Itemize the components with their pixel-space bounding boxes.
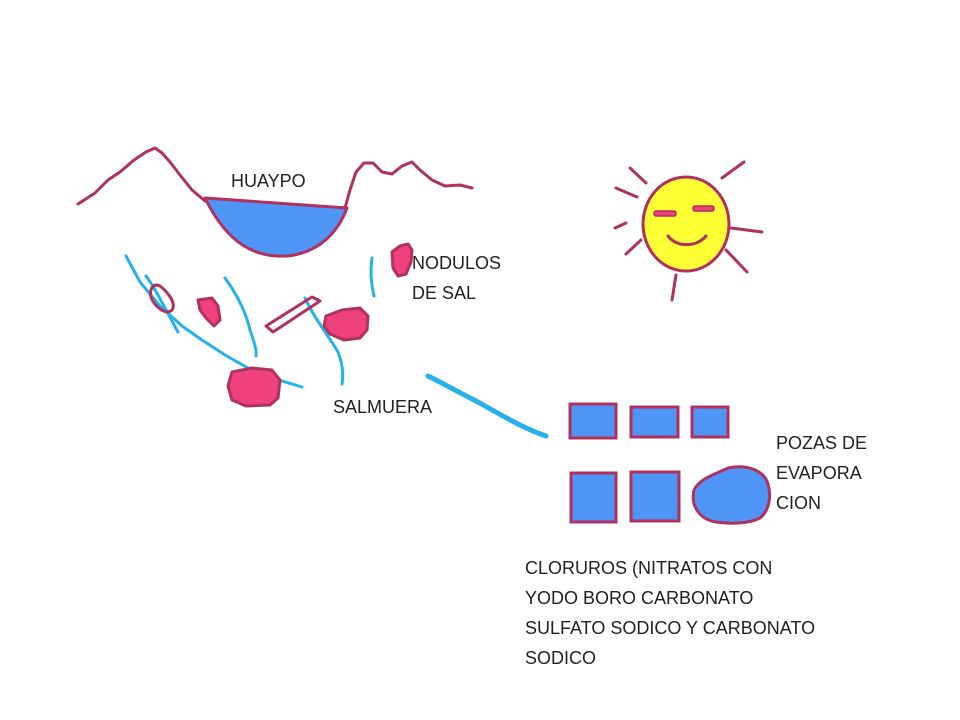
huaypo-lagoon [203, 196, 349, 258]
small-oval [149, 283, 175, 314]
stream-line [303, 296, 345, 386]
stream-line [369, 256, 376, 298]
sun-icon [613, 160, 764, 302]
label-cloruros-line4: SODICO [525, 648, 597, 668]
label-nodulos: NODULOS DE SAL [412, 248, 501, 308]
stream-line [144, 274, 180, 334]
label-cloruros: CLORUROS (NITRATOS CON YODO BORO CARBONA… [525, 553, 815, 673]
stream-line [223, 276, 258, 358]
mountain-outline-left [76, 146, 207, 206]
salmuera-flow [425, 373, 549, 439]
label-salmuera-text: SALMUERA [333, 397, 433, 417]
evaporation-pond [690, 405, 730, 439]
mountain-outline-right [343, 160, 474, 210]
label-huaypo-text: HUAYPO [231, 171, 306, 191]
label-cloruros-line3: SULFATO SODICO Y CARBONATO [525, 618, 816, 638]
label-huaypo: HUAYPO [231, 166, 306, 196]
label-nodulos-line2: DE SAL [412, 283, 477, 303]
label-pozas-line1: POZAS DE [776, 433, 868, 453]
salt-nodule [390, 242, 414, 278]
evaporation-pond [569, 471, 618, 524]
label-cloruros-line2: YODO BORO CARBONATO [525, 588, 754, 608]
label-pozas: POZAS DE EVAPORA CION [776, 428, 867, 518]
label-salmuera: SALMUERA [333, 392, 432, 422]
label-nodulos-line1: NODULOS [412, 253, 502, 273]
label-pozas-line2: EVAPORA [776, 463, 862, 483]
evaporation-pond [629, 405, 680, 439]
label-cloruros-line1: CLORUROS (NITRATOS CON [525, 558, 773, 578]
salt-stick [264, 295, 322, 334]
salt-nodule [322, 306, 370, 342]
evaporation-pond-irregular [691, 465, 772, 525]
evaporation-pond [568, 402, 618, 440]
label-pozas-line3: CION [776, 493, 821, 513]
salt-nodule [196, 296, 222, 328]
evaporation-pond [629, 470, 681, 523]
salt-nodule [226, 366, 282, 408]
